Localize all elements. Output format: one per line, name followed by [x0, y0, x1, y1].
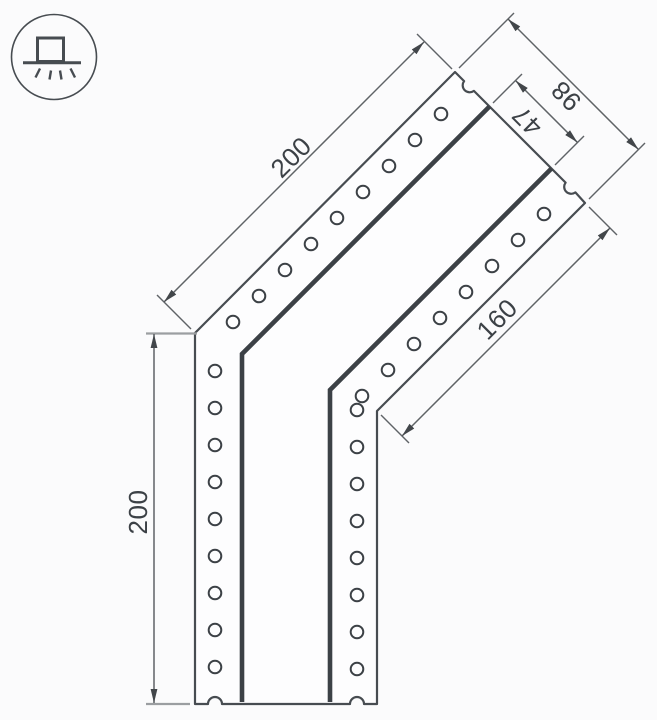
mounting-hole [349, 550, 365, 566]
dimension-line [514, 79, 579, 144]
extension-line [380, 414, 410, 444]
mounting-hole [354, 388, 370, 404]
mounting-hole [407, 132, 423, 148]
luminaire-body-glyph [36, 36, 65, 63]
mounting-hole [251, 288, 267, 304]
icon-circle-border [10, 13, 98, 101]
mounting-hole [432, 310, 448, 326]
mounting-hole [207, 400, 223, 416]
dimension-left-edge: 200 [123, 332, 197, 706]
mounting-hole [207, 511, 223, 527]
mounting-hole [207, 474, 223, 490]
mounting-hole [207, 585, 223, 601]
mounting-hole [349, 439, 365, 455]
extension-line [156, 294, 192, 330]
extension-line [588, 142, 646, 200]
dimension-label-98: 98 [545, 75, 587, 117]
mounting-hole [380, 362, 396, 378]
extension-line [492, 73, 523, 104]
profile-body [193, 70, 587, 706]
mounting-hole [277, 262, 293, 278]
mounting-hole [303, 236, 319, 252]
mounting-hole [207, 622, 223, 638]
mounting-hole [381, 158, 397, 174]
mounting-hole [207, 437, 223, 453]
mounting-hole [484, 258, 500, 274]
mounting-hole [349, 513, 365, 529]
mounting-hole [349, 624, 365, 640]
dimension-line [163, 41, 425, 303]
extension-line [416, 33, 453, 70]
dimension-label-top-200: 200 [265, 131, 318, 184]
mounting-hole [225, 314, 241, 330]
mounting-hole [433, 106, 449, 122]
mounting-hole [349, 587, 365, 603]
mounting-hole [510, 232, 526, 248]
mounting-hole [349, 476, 365, 492]
mounting-hole [458, 284, 474, 300]
mounting-hole [536, 206, 552, 222]
surface-mount-luminaire-icon [10, 13, 98, 101]
mounting-hole [329, 210, 345, 226]
mounting-hole [207, 363, 223, 379]
dimension-label-left-200: 200 [123, 490, 153, 535]
mounting-hole [406, 336, 422, 352]
mounting-hole [207, 659, 223, 675]
dimension-line [401, 227, 611, 437]
light-rays-glyph [34, 67, 77, 80]
mounting-hole [349, 661, 365, 677]
extension-line [554, 135, 585, 166]
extension-line [458, 12, 515, 69]
mounting-hole [349, 402, 365, 418]
mounting-hole [355, 184, 371, 200]
mounting-hole [207, 548, 223, 564]
extension-line [588, 206, 618, 236]
